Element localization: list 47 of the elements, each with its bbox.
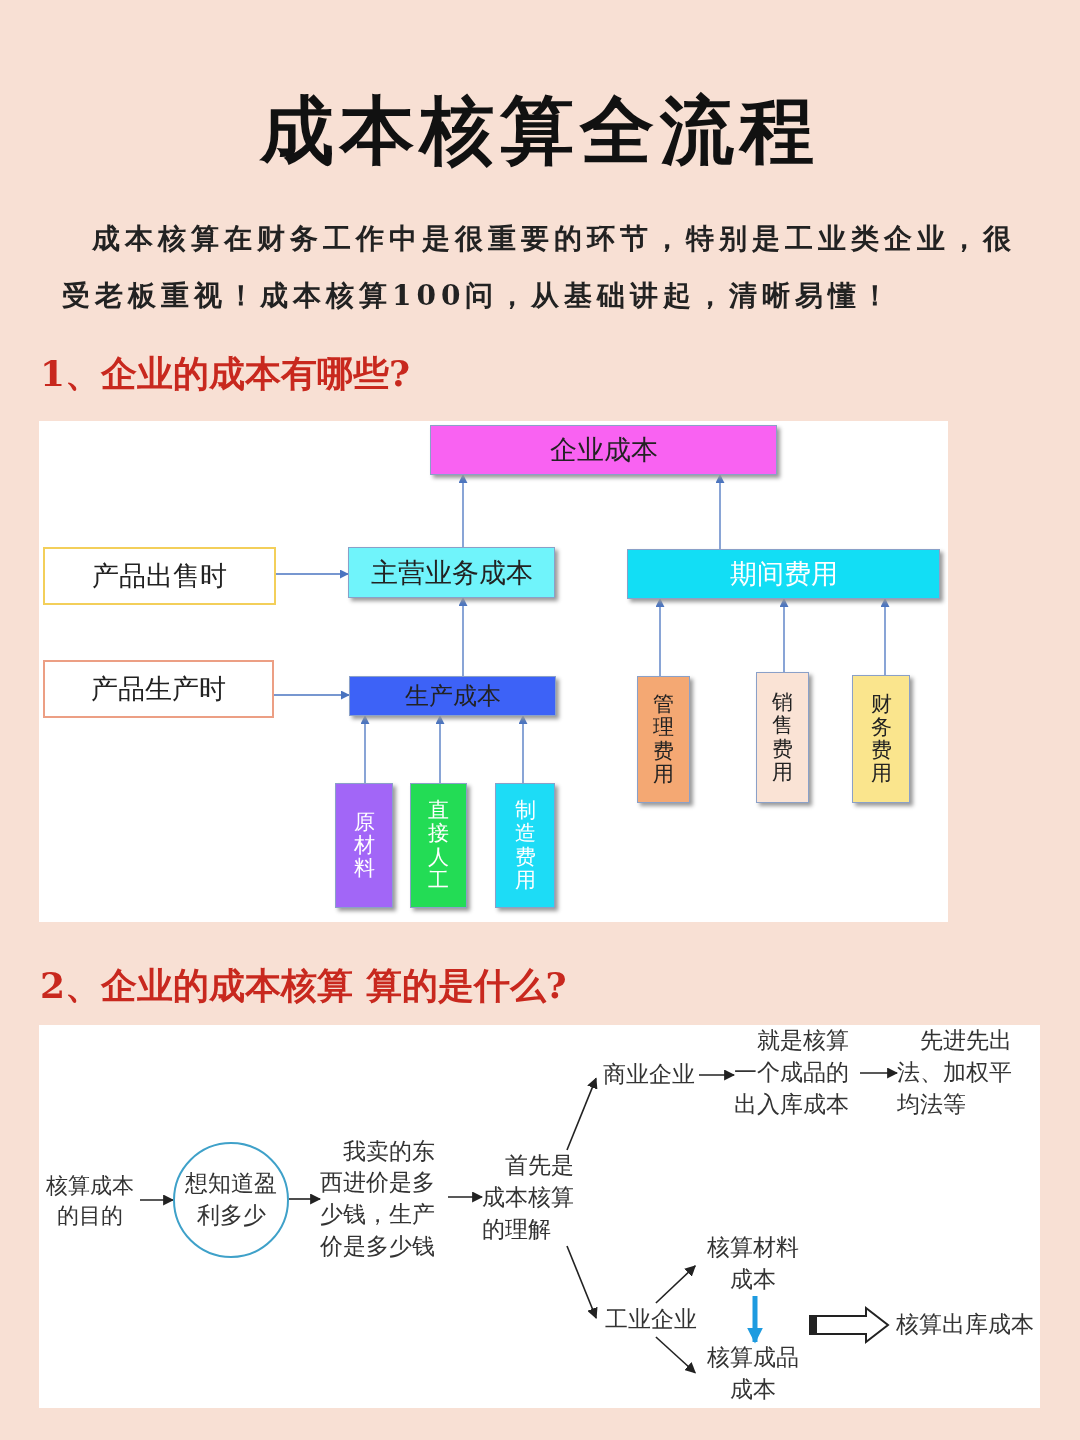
arrow [698, 1069, 736, 1081]
page-title: 成本核算全流程 [258, 86, 821, 175]
flow-text: 我卖的东西进价是多少钱，生产价是多少钱 [320, 1135, 448, 1263]
condition-box: 产品出售时 [43, 547, 276, 605]
arrow [566, 1077, 598, 1151]
flow-text: 就是核算一个成品的出入库成本 [734, 1024, 860, 1122]
section-heading: 2、企业的成本核算 算的是什么? [40, 963, 568, 1008]
cost-box: 期间费用 [627, 549, 940, 599]
section-heading: 1、企业的成本有哪些? [40, 351, 412, 396]
arrow [447, 1191, 484, 1203]
flow-text: 先进先出法、加权平均法等 [897, 1024, 1023, 1122]
arrow [458, 474, 468, 548]
arrow [715, 474, 725, 550]
flow-text: 核算成本的目的 [40, 1168, 140, 1234]
expense-box: 管理费用 [637, 676, 690, 803]
arrow [859, 1067, 899, 1079]
arrow [139, 1194, 175, 1206]
arrow [566, 1245, 598, 1319]
cost-box: 企业成本 [430, 425, 777, 475]
arrow [655, 1265, 696, 1304]
flow-text: 核算出库成本 [890, 1308, 1040, 1342]
arrow [518, 715, 528, 784]
flow-text: 商业企业 [599, 1058, 699, 1092]
arrow [360, 715, 370, 784]
arrow [880, 598, 890, 676]
arrow [273, 690, 350, 700]
cost-box: 主营业务成本 [348, 547, 555, 598]
flow-text: 工业企业 [602, 1303, 700, 1337]
flow-text: 核算成品成本 [704, 1342, 802, 1406]
arrow [655, 1336, 696, 1374]
condition-box: 产品生产时 [43, 660, 274, 718]
cost-item-box: 原材料 [335, 783, 393, 908]
cost-box: 生产成本 [349, 676, 556, 716]
arrow [779, 598, 789, 673]
cost-item-box: 制造费用 [495, 783, 555, 908]
expense-box: 财务费用 [852, 675, 910, 803]
intro-paragraph: 成本核算在财务工作中是很重要的环节，特别是工业类企业，很受老板重视！成本核算100问，从基础讲起，清晰易懂！ [62, 221, 1017, 314]
flow-text: 核算材料成本 [704, 1232, 802, 1296]
expense-box: 销售费用 [756, 672, 809, 803]
arrow [435, 715, 445, 784]
arrow [747, 1296, 763, 1344]
cost-item-box: 直接人工 [410, 783, 467, 908]
flow-text: 首先是成本核算的理解 [482, 1150, 582, 1246]
arrow [655, 598, 665, 677]
arrow [458, 597, 468, 677]
arrow [275, 569, 349, 579]
arrow [288, 1193, 322, 1205]
